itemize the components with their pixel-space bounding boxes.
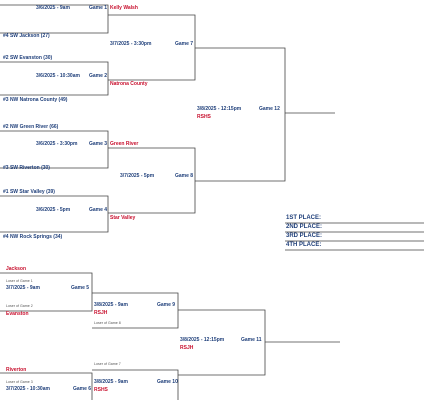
game12-location: RSHS <box>197 114 211 120</box>
game5-team-bottom: Evanston <box>6 311 29 317</box>
game8-date: 3/7/2025 - 5pm <box>120 173 155 179</box>
game5-loser-top: Loser of Game 1 <box>6 279 33 283</box>
game9-location: RSJH <box>94 310 108 316</box>
game6-team-top: Riverton <box>6 367 27 373</box>
game4-winner: Star Valley <box>110 215 136 221</box>
game10-loser-top: Loser of Game 7 <box>94 362 121 366</box>
game7-date: 3/7/2025 - 3:30pm <box>110 41 152 47</box>
second-place-label: 2ND PLACE: <box>286 224 323 230</box>
game9-label: Game 9 <box>157 302 176 308</box>
game12-label: Game 12 <box>259 106 280 112</box>
game1-date: 3/6/2025 - 9am <box>36 5 70 11</box>
game6-label: Game 6 <box>73 386 92 392</box>
game10-date: 3/8/2025 - 9am <box>94 379 128 385</box>
game6-date: 3/7/2025 - 10:30am <box>6 386 50 392</box>
game11-label: Game 11 <box>241 337 262 343</box>
game11-location: RSJH <box>180 345 194 351</box>
fourth-place-label: 4TH PLACE: <box>286 242 322 248</box>
game10-label: Game 10 <box>157 379 178 385</box>
game9-loser-bottom: Loser of Game 8 <box>94 321 121 325</box>
game3-winner: Green River <box>110 141 139 147</box>
game3-team-bottom: #3 SW Riverton (30) <box>3 165 50 171</box>
game5-date: 3/7/2025 - 9am <box>6 285 40 291</box>
game4-label: Game 4 <box>89 207 108 213</box>
game9-date: 3/8/2025 - 9am <box>94 302 128 308</box>
game2-label: Game 2 <box>89 73 108 79</box>
game5-loser-bottom: Loser of Game 2 <box>6 304 33 308</box>
game11-date: 3/8/2025 - 12:15pm <box>180 337 225 343</box>
game12-date: 3/8/2025 - 12:15pm <box>197 106 242 112</box>
game5-team-top: Jackson <box>6 266 27 272</box>
game4-team-bottom: #4 NW Rock Springs (34) <box>3 234 63 240</box>
game2-winner: Natrona County <box>110 81 148 87</box>
game2-team-bottom: #3 NW Natrona County (49) <box>3 97 68 103</box>
game2-team-top: #2 SW Evanston (30) <box>3 55 53 61</box>
first-place-label: 1ST PLACE: <box>286 215 322 221</box>
game8-label: Game 8 <box>175 173 194 179</box>
game10-location: RSHS <box>94 387 108 393</box>
game3-label: Game 3 <box>89 141 108 147</box>
third-place-label: 3RD PLACE: <box>286 233 323 239</box>
game4-team-top: #1 SW Star Valley (39) <box>3 189 55 195</box>
game4-date: 3/6/2025 - 5pm <box>36 207 71 213</box>
game3-date: 3/6/2025 - 3:30pm <box>36 141 78 147</box>
game3-team-top: #2 NW Green River (66) <box>3 124 59 130</box>
game1-team-bottom: #4 SW Jackson (27) <box>3 33 50 39</box>
game1-label: Game 1 <box>89 5 108 11</box>
game7-label: Game 7 <box>175 41 194 47</box>
game6-loser-top: Loser of Game 3 <box>6 380 33 384</box>
game5-label: Game 5 <box>71 285 90 291</box>
game2-date: 3/6/2025 - 10:30am <box>36 73 80 79</box>
game1-winner: Kelly Walsh <box>110 5 138 11</box>
